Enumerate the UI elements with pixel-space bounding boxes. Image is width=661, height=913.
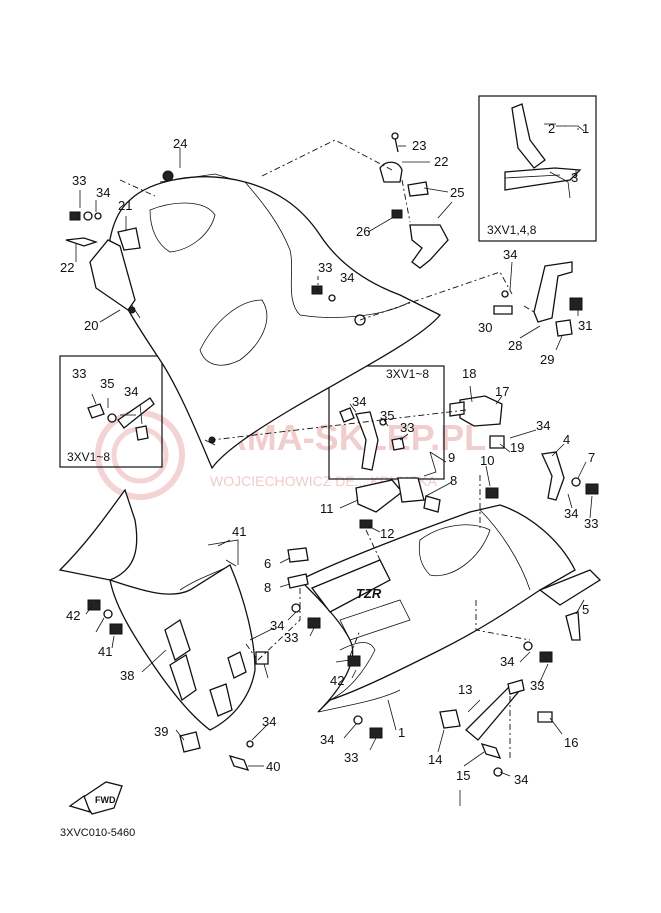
callout-34j: 34 (262, 714, 276, 729)
callout-34e: 34 (352, 394, 366, 409)
inset-box-3xv18-center: 3XV1~8 (328, 365, 445, 480)
fwd-arrow: FWD (68, 781, 123, 815)
callout-23: 22 (60, 260, 74, 275)
callout-34l: 34 (514, 772, 528, 787)
fwd-label: FWD (95, 795, 116, 805)
callout-12: 11 (320, 501, 334, 516)
callout-41a: 42 (66, 608, 80, 623)
fairing-decal: TZR (356, 586, 382, 601)
callout-33f: 33 (284, 630, 298, 645)
callout-37: 39 (154, 724, 168, 739)
callout-34i: 34 (500, 654, 514, 669)
callout-34: 34 (96, 185, 110, 200)
callout-33d: 33 (400, 420, 414, 435)
callout-36: 38 (120, 668, 134, 683)
lower-cowling (58, 488, 256, 731)
callout-3: 3 (571, 170, 578, 185)
callout-13: 12 (380, 526, 394, 541)
callout-15: 14 (428, 752, 442, 767)
diagram-code: 3XVC010-5460 (60, 827, 135, 839)
callout-34h: 34 (270, 618, 284, 633)
side-fairing: TZR (298, 504, 602, 713)
callout-34d: 34 (124, 384, 138, 399)
inset-box-3xv18-left: 3XV1~8 (59, 355, 163, 468)
callout-1a: 1 (582, 121, 589, 136)
callout-35b: 35 (380, 408, 394, 423)
callout-31: 30 (478, 320, 492, 335)
callout-4: 4 (563, 432, 570, 447)
inset-box-3xv148: 3XV1,4,8 (478, 95, 597, 242)
upper-cowling (89, 173, 442, 470)
callout-29: 28 (508, 338, 522, 353)
callout-21: 20 (84, 318, 98, 333)
callout-20: 19 (510, 440, 524, 455)
callout-34g: 34 (564, 506, 578, 521)
callout-30: 29 (540, 352, 554, 367)
callout-7: 7 (588, 450, 595, 465)
callout-1b: 1 (398, 725, 405, 740)
callout-32: 31 (578, 318, 592, 333)
callout-5: 5 (582, 602, 589, 617)
callout-40a: 41 (98, 644, 112, 659)
callouts: 24 33 34 21 22 20 23 22 25 26 33 34 2 1 … (60, 121, 598, 787)
callout-33h: 33 (344, 750, 358, 765)
inset-label-3xv18-left: 3XV1~8 (67, 450, 110, 464)
callout-18: 17 (495, 384, 509, 399)
callout-34c: 34 (503, 247, 517, 262)
callout-39: 41 (232, 524, 246, 539)
callout-24: 22 (434, 154, 448, 169)
callout-17: 16 (564, 735, 578, 750)
callout-28: 26 (356, 224, 370, 239)
callout-33c: 33 (72, 366, 86, 381)
callout-33g: 33 (530, 678, 544, 693)
callout-25: 23 (412, 138, 426, 153)
callout-14: 13 (458, 682, 472, 697)
callout-33e: 33 (584, 516, 598, 531)
hardware (65, 132, 599, 777)
watermark: YAMA-SKLEP.PL WOJCIECHOWICZ DE... KRYNSK… (95, 410, 486, 500)
inset-label-3xv148: 3XV1,4,8 (487, 223, 537, 237)
callout-34f: 34 (536, 418, 550, 433)
callout-6: 6 (264, 556, 271, 571)
callout-35a: 35 (100, 376, 114, 391)
callout-19: 18 (462, 366, 476, 381)
callout-9: 8 (450, 473, 457, 488)
leader-lines (75, 123, 593, 806)
callout-33b: 33 (318, 260, 332, 275)
callout-34k: 34 (320, 732, 334, 747)
callout-16: 15 (456, 768, 470, 783)
callout-40b: 42 (330, 673, 344, 688)
callout-10: 9 (448, 450, 455, 465)
callout-2: 2 (548, 121, 555, 136)
callout-8: 8 (264, 580, 271, 595)
callout-33: 33 (72, 173, 86, 188)
callout-22: 21 (118, 198, 132, 213)
callout-11: 10 (480, 453, 494, 468)
callout-26: 24 (173, 136, 187, 151)
inset-label-3xv18-center: 3XV1~8 (386, 367, 429, 381)
callout-34b: 34 (340, 270, 354, 285)
callout-38: 40 (266, 759, 280, 774)
callout-27: 25 (450, 185, 464, 200)
